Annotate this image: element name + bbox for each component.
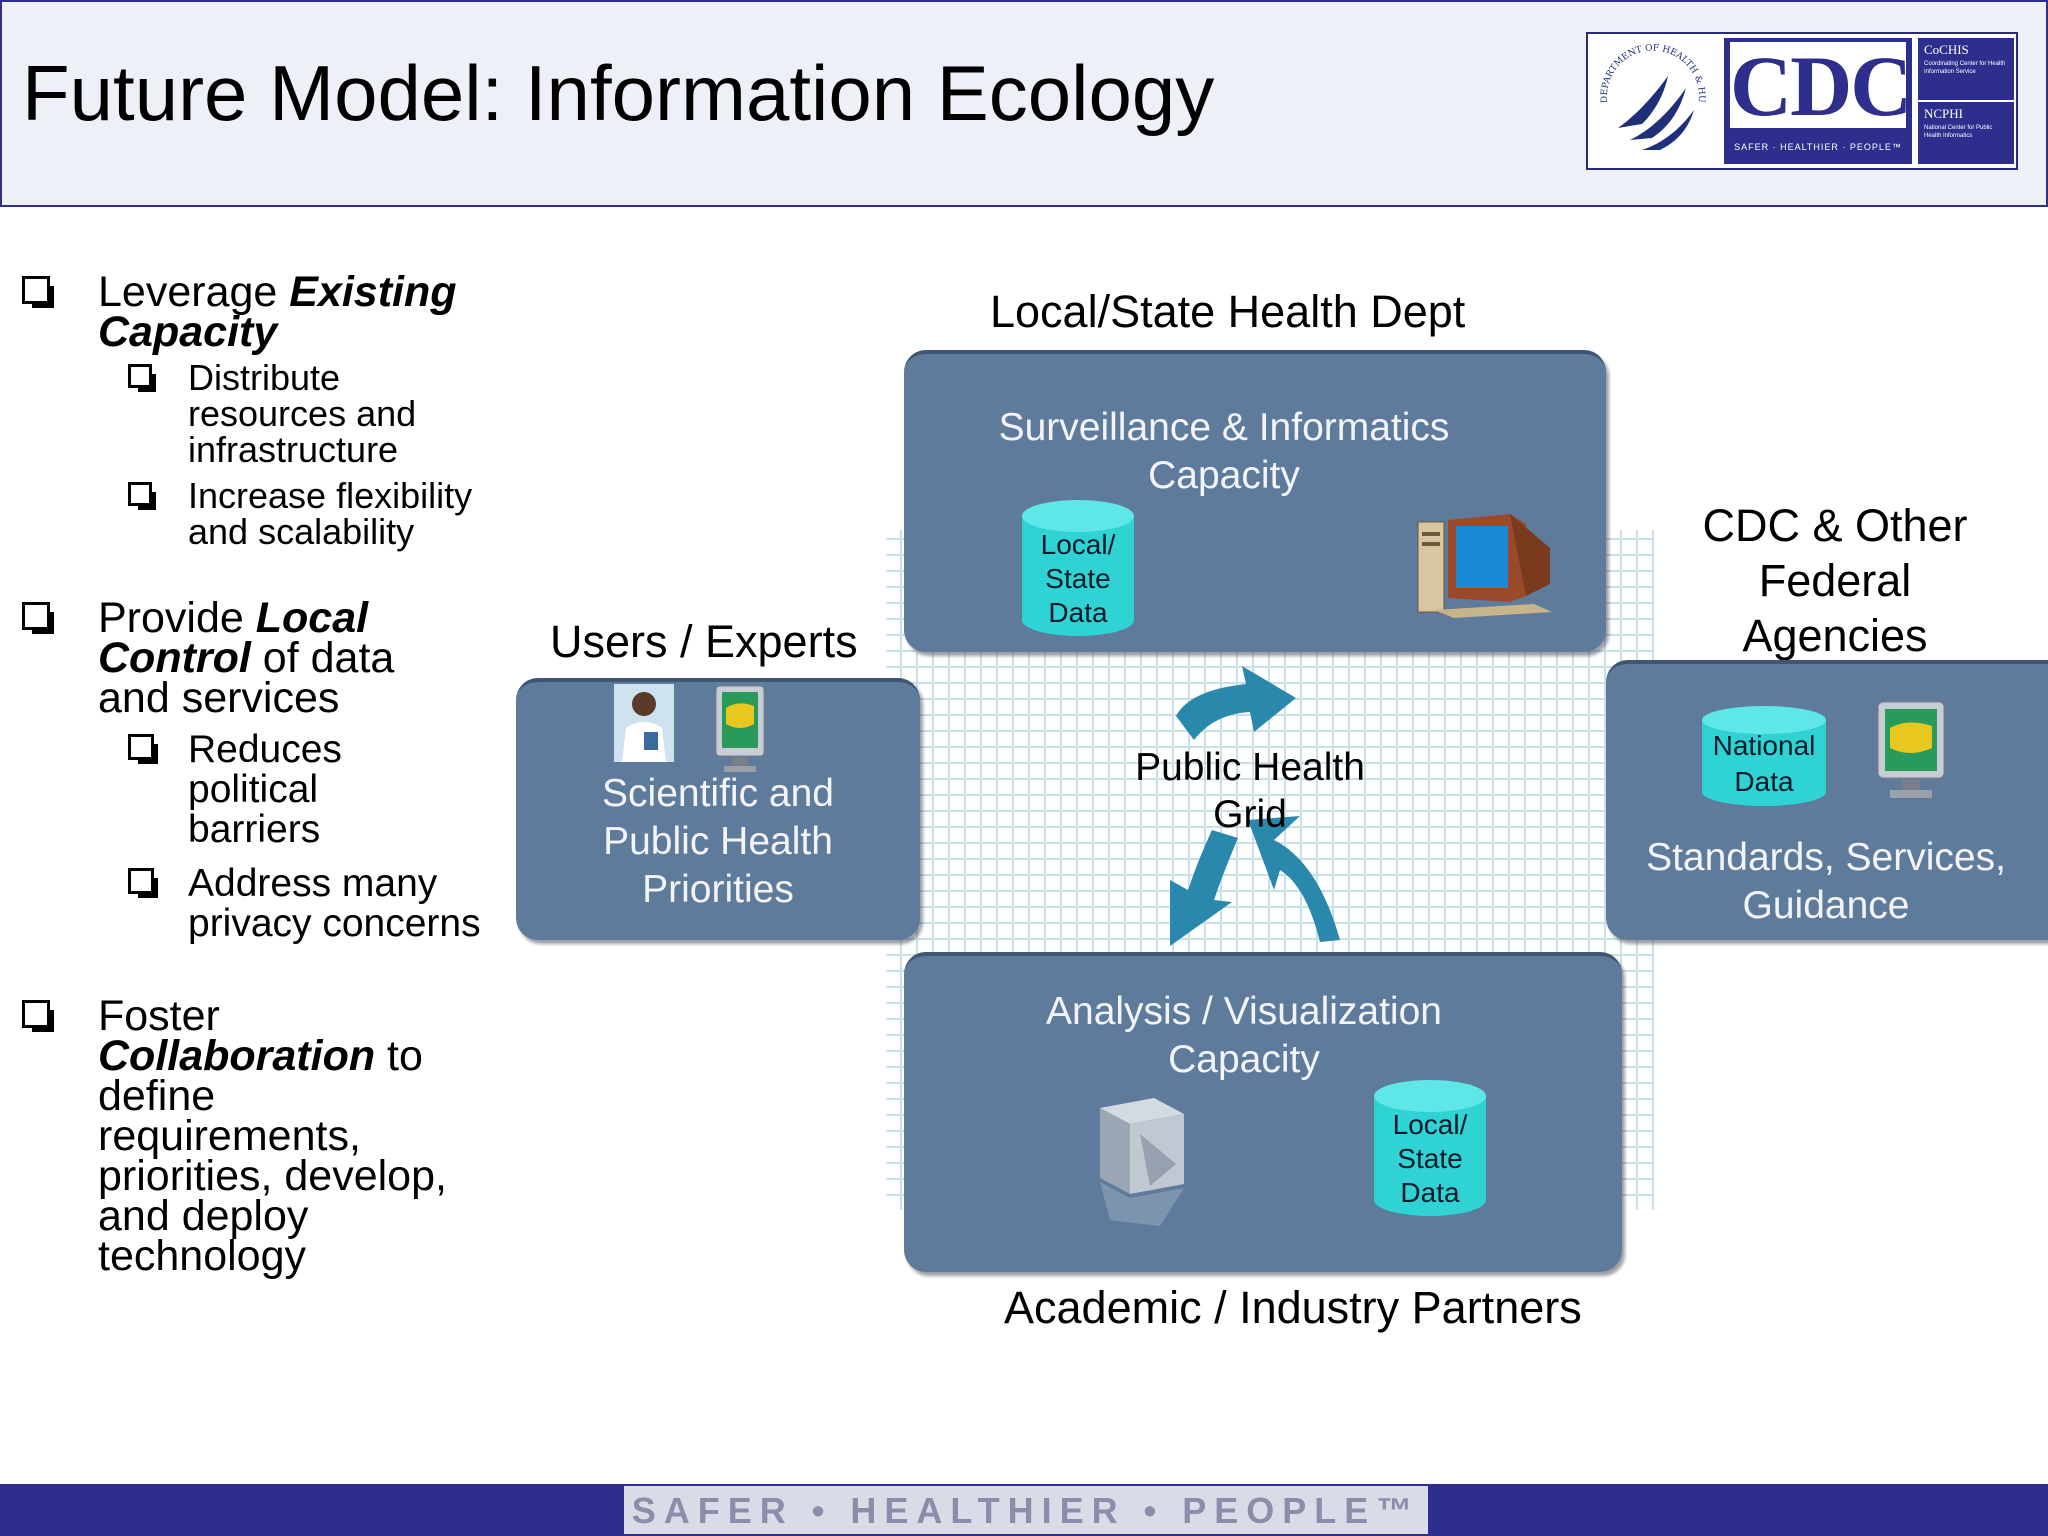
cylinder-label: Local/ State Data [1040, 529, 1116, 628]
heading-cdc-federal: CDC & Other Federal Agencies [1702, 500, 1968, 661]
cdc-tagline: SAFER · HEALTHIER · PEOPLE™ [1734, 142, 1902, 152]
checkbox-icon [128, 364, 156, 392]
cube-icon [1100, 1098, 1184, 1226]
panel-text: Standards, Services, Guidance [1646, 836, 2006, 927]
heading-local-state: Local/State Health Dept [990, 286, 1466, 337]
panel-text: Scientific and Public Health Priorities [602, 772, 834, 911]
panel-analysis: Analysis / Visualization Capacity Local/… [904, 952, 1622, 1272]
map-monitor-icon [1877, 701, 1945, 798]
bullet-emphasis: Collaboration [98, 1032, 376, 1080]
panel-text: Surveillance & Informatics Capacity [998, 406, 1450, 497]
checkbox-icon [128, 734, 158, 764]
sub-bullet-privacy: Address many privacy concerns [22, 864, 481, 944]
panel-priorities: Scientific and Public Health Priorities [516, 678, 920, 940]
hhs-seal-icon: DEPARTMENT OF HEALTH & HUMAN SERVICES·US… [1590, 36, 1706, 150]
footer-tagline: SAFER • HEALTHIER • PEOPLE™ [624, 1486, 1428, 1534]
checkbox-icon [22, 276, 54, 308]
heading-users-experts: Users / Experts [550, 616, 858, 667]
sub-bullet-distribute: Distribute resources and infrastructure [22, 360, 416, 468]
bullet-leverage: Leverage Existing Capacity [22, 271, 457, 354]
bullet-text-tail: of data and services [98, 634, 395, 722]
bullet-list: Leverage Existing Capacity Distribute re… [22, 268, 492, 1308]
cdc-logo: DEPARTMENT OF HEALTH & HUMAN SERVICES·US… [1586, 32, 2018, 170]
cdc-block: CDC SAFER · HEALTHIER · PEOPLE™ [1724, 38, 1912, 164]
heading-academic-industry: Academic / Industry Partners [1004, 1282, 1582, 1333]
bullet-text: Leverage [98, 268, 290, 316]
panel-text: Analysis / Visualization Capacity [1046, 990, 1442, 1081]
coches-desc: Coordinating Center for Health Informati… [1924, 61, 2006, 75]
sub-bullet-text: Distribute resources and infrastructure [188, 357, 417, 470]
slide-title: Future Model: Information Ecology [22, 49, 1215, 137]
national-data-cylinder: National Data [1702, 704, 1826, 808]
cylinder-label: National Data [1712, 730, 1816, 797]
panel-surveillance: Surveillance & Informatics Capacity Loca… [904, 350, 1606, 652]
bullet-local-control: Provide Local Control of data and servic… [22, 597, 394, 720]
bullet-emphasis: Local Control [98, 594, 369, 682]
local-state-data-cylinder: Local/ State Data [1374, 1078, 1486, 1218]
sub-bullet-text: Reduces political barriers [188, 728, 342, 851]
bullet-text-tail: to define requirements, priorities, deve… [98, 1032, 447, 1280]
coches-label: CoCHIS [1924, 42, 1969, 57]
coches-block: CoCHIS Coordinating Center for Health In… [1918, 38, 2014, 164]
panel-standards: National Data Standards, Services, Guida… [1606, 660, 2048, 940]
sub-bullet-text: Address many privacy concerns [188, 862, 481, 945]
svg-text:DEPARTMENT OF HEALTH & HUMAN S: DEPARTMENT OF HEALTH & HUMAN SERVICES·US… [1590, 36, 1706, 103]
local-state-data-cylinder: Local/ State Data [1022, 498, 1134, 638]
cycle-arrows-icon [1170, 666, 1340, 946]
seal-text: DEPARTMENT OF HEALTH & HUMAN SERVICES·US… [1590, 36, 1706, 103]
cylinder-label: Local/ State Data [1392, 1109, 1468, 1208]
checkbox-icon [128, 868, 158, 898]
bullet-collaboration: Foster Collaboration to define requireme… [22, 995, 447, 1278]
checkbox-icon [22, 1000, 54, 1032]
bullet-text: Provide [98, 594, 256, 642]
sub-bullet-text: Increase flexibility and scalability [188, 475, 473, 552]
bullet-text: Foster [98, 992, 220, 1040]
bullet-emphasis: Existing Capacity [98, 268, 457, 356]
sub-bullet-reduces: Reduces political barriers [22, 730, 342, 850]
ncphi-desc: National Center for Public Health Inform… [1924, 125, 1993, 139]
ncphi-label: NCPHI [1924, 106, 1964, 121]
map-monitor-icon [715, 685, 765, 772]
center-label: Public Health Grid [1135, 746, 1365, 836]
cdc-wordmark: CDC [1730, 38, 1912, 134]
doctor-icon [614, 684, 674, 762]
sub-bullet-increase: Increase flexibility and scalability [22, 478, 472, 550]
computer-icon [1417, 514, 1552, 618]
checkbox-icon [128, 482, 156, 510]
checkbox-icon [22, 602, 54, 634]
